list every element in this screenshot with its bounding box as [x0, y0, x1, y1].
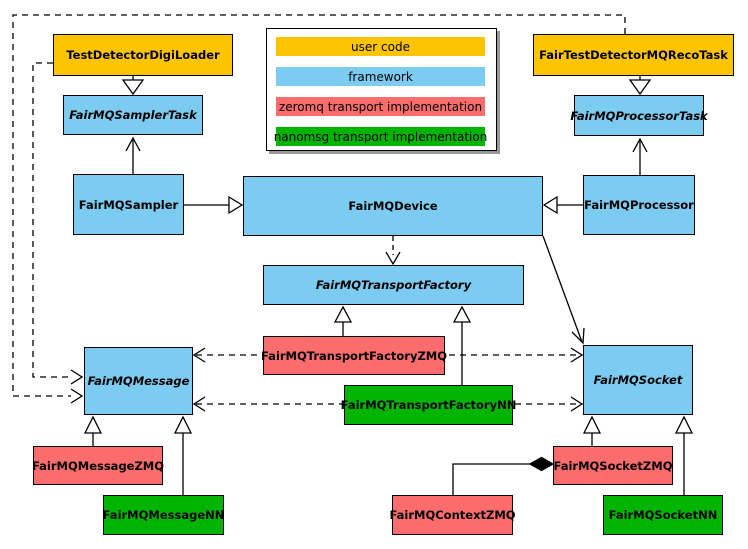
legend-item-zeromq: zeromq transport implementation	[276, 97, 485, 116]
edge-recotask-processortask-inherit	[628, 76, 652, 96]
class-box-testdetectordigiloader: TestDetectorDigiLoader	[53, 34, 233, 76]
edge-processor-processortask-arrow	[632, 137, 648, 175]
class-box-fairmqmessagenn: FairMQMessageNN	[103, 495, 224, 535]
class-box-fairmqsamplertask: FairMQSamplerTask	[63, 95, 203, 135]
class-box-fairmqmessagezmq: FairMQMessageZMQ	[32, 446, 164, 485]
edge-factoryzmq-factory-inherit	[333, 305, 353, 336]
edge-digiloader-message-dashed	[32, 62, 84, 385]
edge-contextzmq-socketzmq-composition	[452, 456, 555, 495]
class-box-fairmqtransportfactory: FairMQTransportFactory	[263, 265, 524, 305]
class-box-fairmqprocessortask: FairMQProcessorTask	[570, 95, 708, 136]
class-box-fairmqtransportfactoryzmq: FairMQTransportFactoryZMQ	[261, 336, 447, 375]
edge-socketnn-socket-inherit	[674, 415, 694, 495]
edge-socketzmq-socket-inherit	[582, 415, 602, 446]
class-box-fairmqsampler: FairMQSampler	[73, 174, 184, 235]
legend-item-framework: framework	[276, 67, 485, 86]
edge-processor-device-inherit	[542, 195, 583, 215]
class-box-fairmqmessage: FairMQMessage	[84, 347, 193, 415]
class-box-fairmqtransportfactorynn: FairMQTransportFactoryNN	[341, 385, 516, 425]
edge-messagezmq-message-inherit	[83, 415, 103, 446]
edge-messagenn-message-inherit	[173, 415, 193, 495]
class-box-fairmqdevice: FairMQDevice	[243, 176, 543, 236]
class-box-fairmqsocket: FairMQSocket	[583, 345, 693, 415]
class-box-fairmqsocketzmq: FairMQSocketZMQ	[553, 446, 673, 485]
class-box-fairmqcontextzmq: FairMQContextZMQ	[389, 495, 516, 535]
legend-item-user-code: user code	[276, 37, 485, 56]
class-box-fairtestdetectormqrecotask: FairTestDetectorMQRecoTask	[533, 34, 734, 76]
edge-recotask-message-dashed	[12, 14, 626, 404]
edge-digiloader-samplertask-inherit	[121, 76, 145, 96]
edge-device-transportfactory-dashed	[385, 236, 401, 266]
edge-factorynn-factory-inherit	[452, 305, 472, 385]
class-box-fairmqprocessor: FairMQProcessor	[583, 175, 695, 235]
legend-item-nanomsg: nanomsg transport implementation	[274, 127, 487, 146]
edge-device-socket-arrow	[542, 235, 585, 345]
legend-box: user code framework zeromq transport imp…	[266, 28, 497, 151]
edge-sampler-device-inherit	[184, 195, 244, 215]
edge-sampler-samplertask-arrow	[125, 136, 141, 174]
class-box-fairmqsocketnn: FairMQSocketNN	[603, 495, 723, 535]
